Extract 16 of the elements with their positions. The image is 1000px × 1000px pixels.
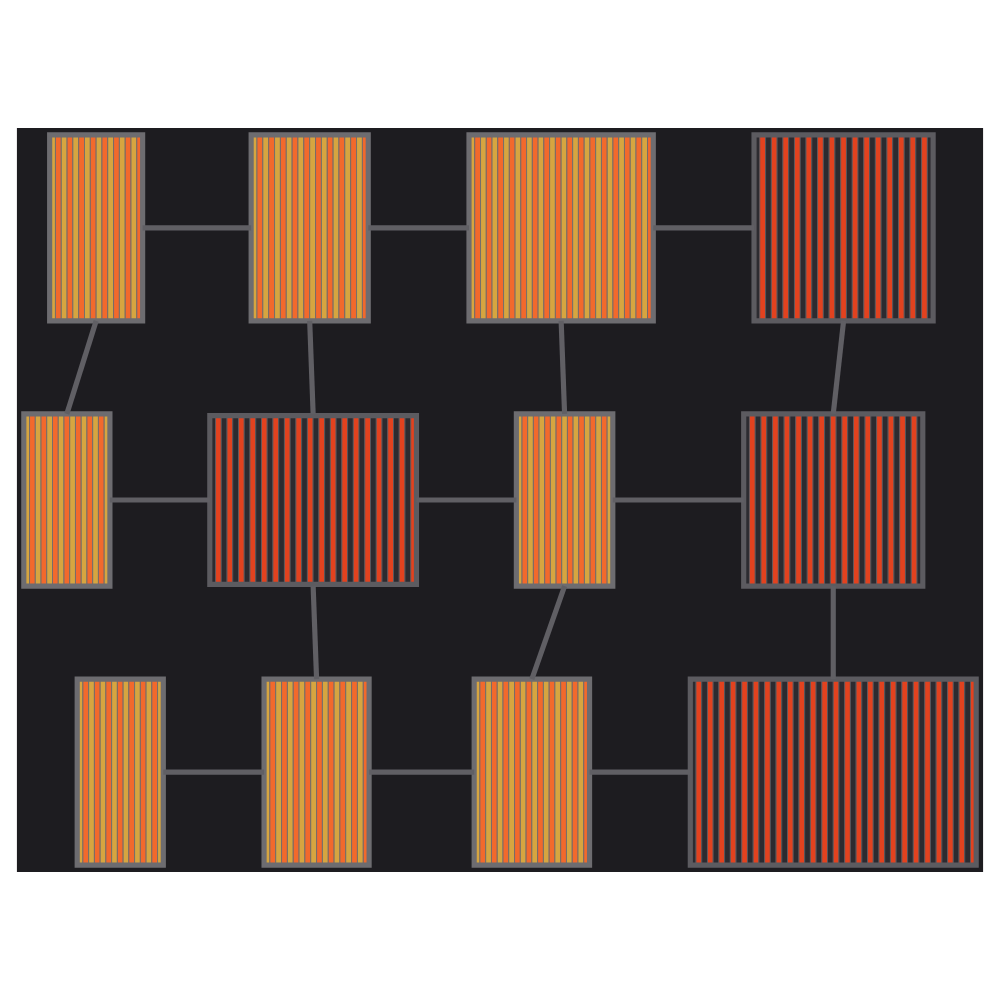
connector (163, 769, 265, 775)
connector (310, 586, 320, 680)
connector (368, 225, 469, 231)
connector (558, 320, 568, 414)
connector (529, 585, 567, 680)
connector (416, 497, 517, 503)
connector (830, 586, 836, 680)
connector (612, 497, 744, 503)
connector (307, 320, 316, 414)
connector (653, 225, 755, 231)
connector (589, 769, 691, 775)
connector (142, 225, 252, 231)
connector (369, 769, 475, 775)
connector (109, 497, 210, 503)
connector (830, 320, 847, 415)
connector (64, 320, 99, 415)
